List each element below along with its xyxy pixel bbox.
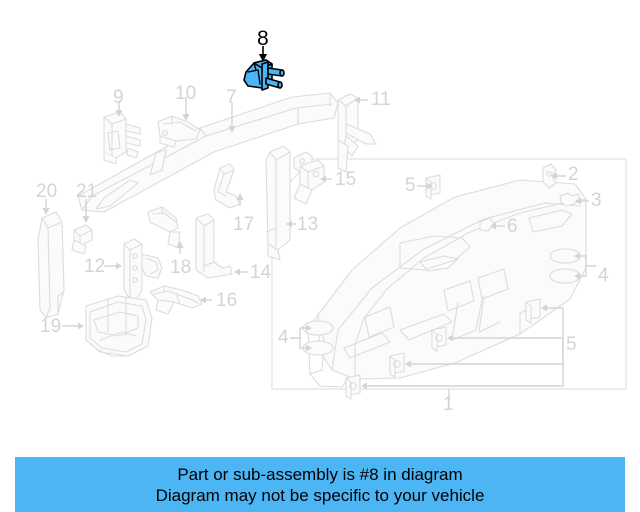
bracket-14 — [195, 213, 248, 279]
callout-label-5-lower: 5 — [566, 334, 577, 355]
assembly-19 — [62, 295, 153, 357]
part-notice-banner: Part or sub-assembly is #8 in diagram Di… — [15, 457, 625, 512]
clip-5-group-lower — [345, 298, 564, 400]
clip-5-top — [417, 174, 441, 200]
clip-21 — [71, 199, 93, 255]
callout-label-3: 3 — [591, 190, 602, 211]
callout-label-6: 6 — [507, 216, 518, 237]
callout-label-10: 10 — [175, 83, 197, 104]
callout-label-20: 20 — [36, 181, 58, 202]
clip-3 — [559, 192, 589, 207]
callout-label-8: 8 — [257, 27, 269, 50]
cross-car-beam — [77, 92, 339, 213]
banner-line-primary: Part or sub-assembly is #8 in diagram — [177, 464, 463, 484]
callout-label-2: 2 — [568, 164, 579, 185]
callout-label-19: 19 — [40, 316, 62, 337]
callout-label-17: 17 — [233, 214, 255, 235]
bracket-9 — [103, 101, 141, 165]
callout-label-11: 11 — [371, 89, 391, 110]
banner-line-secondary: Diagram may not be specific to your vehi… — [155, 485, 485, 505]
bracket-17 — [213, 163, 244, 209]
callout-label-13: 13 — [297, 214, 319, 235]
callout-label-12: 12 — [84, 256, 106, 277]
callout-label-18: 18 — [170, 257, 192, 278]
callout-label-4-right: 4 — [598, 265, 609, 286]
highlighted-part-8 — [243, 46, 285, 91]
instrument-panel-body — [307, 179, 587, 388]
bracket-12 — [104, 238, 163, 301]
callout-label-5-top: 5 — [405, 175, 416, 196]
callout-label-21: 21 — [76, 181, 98, 202]
clip-2 — [542, 163, 566, 189]
bracket-15 — [293, 151, 332, 205]
callout-label-1: 1 — [443, 394, 454, 415]
bracket-11 — [337, 93, 377, 173]
bracket-10 — [157, 97, 201, 148]
callout-label-4-left: 4 — [278, 327, 289, 348]
callout-label-14: 14 — [250, 262, 272, 283]
bracket-16 — [149, 285, 212, 315]
callout-label-7: 7 — [226, 87, 237, 108]
bracket-18 — [147, 206, 184, 254]
clip-6 — [479, 217, 505, 232]
grommet-4-right-pair — [549, 248, 596, 284]
callout-label-16: 16 — [216, 290, 238, 311]
pillar-13 — [265, 145, 296, 261]
callout-label-15: 15 — [335, 169, 357, 190]
grommet-4-left-pair — [290, 320, 334, 356]
callout-label-9: 9 — [113, 87, 124, 108]
panel-20 — [37, 199, 65, 319]
